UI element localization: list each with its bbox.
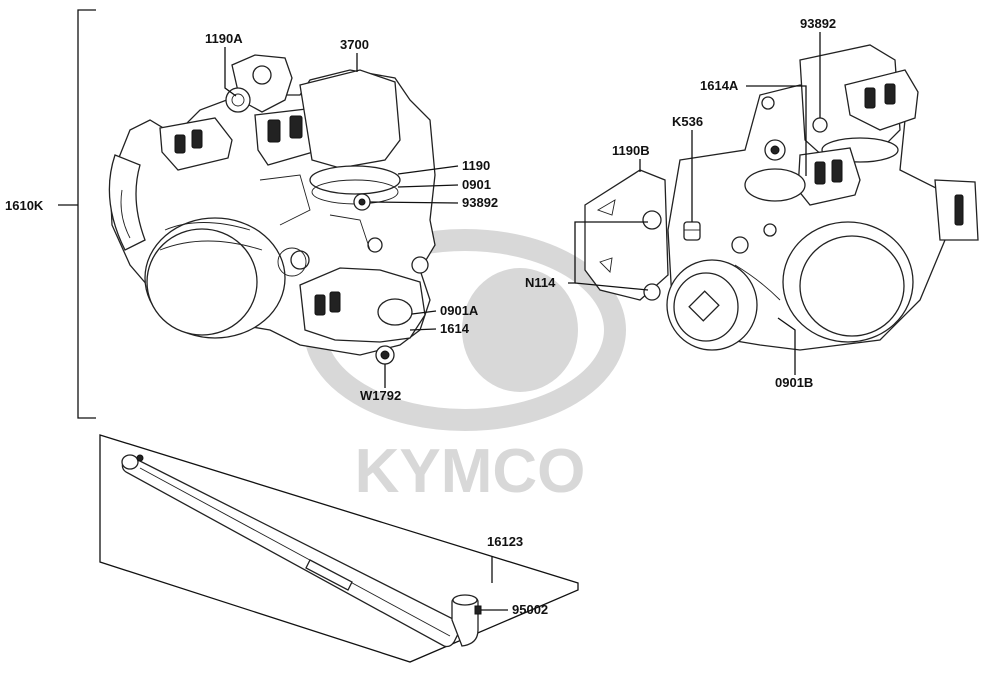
label-3700: 3700 [340,37,369,52]
label-0901: 0901 [462,177,491,192]
throttle-body-right [584,44,979,351]
label-W1792: W1792 [360,388,401,403]
label-0901A: 0901A [440,303,479,318]
label-1610K: 1610K [5,198,44,213]
label-N114: N114 [525,275,556,290]
label-93892-left: 93892 [462,195,498,210]
label-95002: 95002 [512,602,548,617]
pipe-assembly: 16123 95002 [99,434,579,663]
label-1190A: 1190A [205,31,243,46]
label-93892-right: 93892 [800,16,836,31]
label-K536: K536 [672,114,703,129]
label-1614: 1614 [440,321,470,336]
kymco-watermark: KYMCO [304,229,626,506]
watermark-brand: KYMCO [355,437,586,506]
label-1190: 1190 [462,158,490,173]
assembly-bracket: 1610K [5,9,96,419]
label-0901B: 0901B [775,375,813,390]
label-1614A: 1614A [700,78,739,93]
right-callouts: 93892 1614A K536 1190B N114 0901B [525,16,836,390]
label-16123: 16123 [487,534,523,549]
watermark-inner [462,268,578,392]
left-callouts: 1190A 3700 1190 0901 93892 0901A 1614 W1… [205,31,498,403]
throttle-body-left [108,54,436,365]
label-1190B: 1190B [612,143,650,158]
